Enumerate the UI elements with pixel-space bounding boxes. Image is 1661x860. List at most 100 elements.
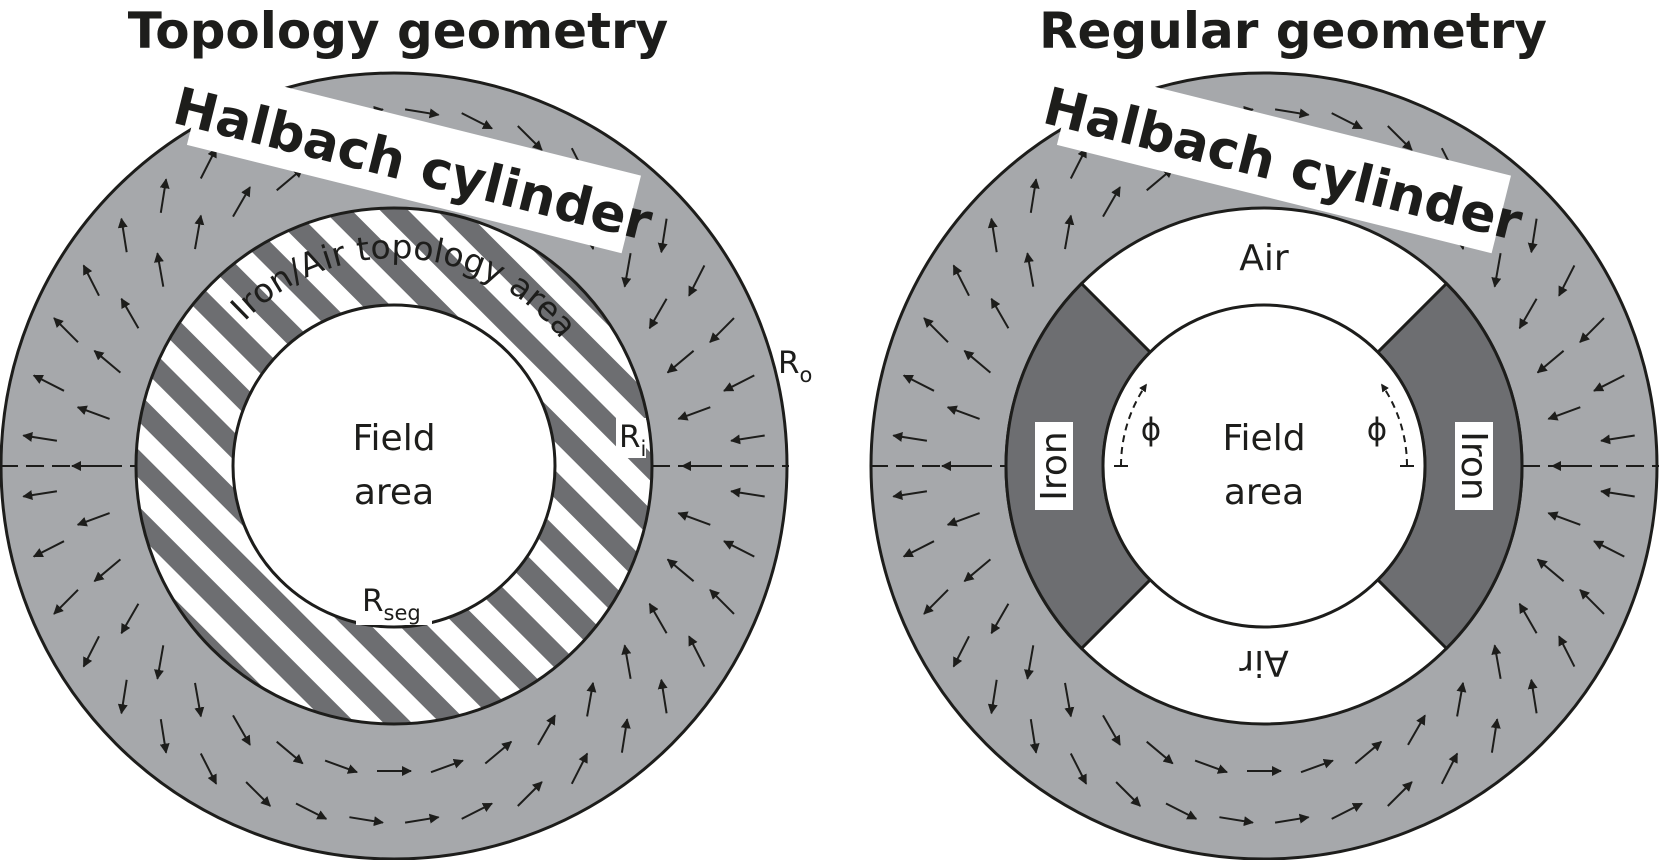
magnetization-arrow [1300, 758, 1334, 774]
magnetization-arrow [1518, 298, 1538, 330]
magnetization-arrow [1558, 264, 1576, 297]
magnetization-arrow [1536, 558, 1565, 582]
magnetization-arrow [648, 298, 668, 330]
magnetization-arrow [1547, 406, 1581, 421]
radius-outer-sub: o [800, 363, 813, 387]
magnetization-arrow [1165, 802, 1198, 820]
magnetization-arrow [76, 512, 110, 527]
magnetization-arrow [1219, 816, 1254, 827]
magnetization-arrow [902, 540, 935, 558]
magnetization-arrow [324, 759, 358, 774]
magnetization-arrow [946, 405, 980, 420]
magnetization-arrow [120, 603, 140, 635]
iron-label-left-text: Iron [1034, 431, 1075, 500]
magnetization-arrow [709, 589, 735, 615]
magnetization-arrow [1024, 645, 1035, 680]
radius-seg-sub: seg [384, 601, 421, 625]
iron-label-right: Iron [1453, 422, 1494, 510]
magnetization-arrow [32, 540, 65, 558]
radius-outer-label: Ro [778, 345, 812, 387]
magnetization-arrow [232, 714, 251, 746]
magnetization-arrow [93, 558, 122, 582]
radius-seg-base: R [362, 583, 384, 619]
magnetization-arrow [120, 297, 140, 329]
magnetization-arrow [1600, 434, 1635, 445]
radius-inner-label: Ri [619, 419, 646, 461]
magnetization-arrow [677, 406, 711, 421]
magnetization-arrow [22, 490, 58, 501]
magnetization-arrow [349, 816, 384, 827]
magnetization-arrow [1579, 317, 1605, 343]
magnetization-arrow [586, 681, 597, 717]
magnetization-arrow [946, 512, 980, 527]
magnetization-arrow [82, 635, 100, 668]
magnetization-arrow [517, 125, 543, 151]
magnetization-arrow [276, 740, 304, 765]
angle-arc-right [1381, 383, 1409, 467]
magnetization-arrow [620, 718, 631, 753]
magnetization-arrow [1593, 540, 1625, 558]
magnetization-arrow [1274, 108, 1310, 119]
magnetization-arrow [1490, 718, 1501, 753]
magnetization-arrow [666, 558, 695, 582]
magnetization-arrow [1029, 719, 1040, 754]
magnetization-arrow [32, 374, 65, 392]
magnetization-arrow [1491, 253, 1502, 288]
magnetization-arrow [1331, 802, 1363, 820]
magnetization-arrow [484, 740, 513, 765]
magnetization-arrow [194, 682, 205, 718]
magnetization-arrow [53, 589, 79, 615]
panel-title-topology: Topology geometry [128, 2, 668, 60]
magnetization-arrow [404, 813, 440, 824]
magnetization-arrow [53, 317, 79, 343]
magnetization-arrow [1456, 681, 1467, 717]
magnetization-arrow [517, 781, 543, 807]
iron-label-right-text: Iron [1453, 431, 1494, 500]
magnetization-arrow [688, 635, 706, 668]
magnetization-arrow [1102, 714, 1121, 746]
magnetization-arrow [657, 678, 668, 714]
magnetization-arrow [1527, 218, 1538, 254]
magnetization-arrow [117, 679, 128, 715]
magnetization-arrow [1102, 186, 1121, 218]
iron-label-left: Iron [1034, 422, 1075, 510]
magnetization-arrow [154, 645, 165, 680]
magnetization-arrow [923, 317, 949, 343]
magnetization-arrow [295, 802, 328, 820]
magnetization-arrow [570, 752, 589, 785]
magnetization-arrow [723, 540, 755, 558]
magnetization-arrow [987, 217, 998, 253]
magnetization-arrow [461, 112, 493, 130]
magnetization-arrow [902, 374, 935, 392]
magnetization-arrow [1579, 589, 1605, 615]
radius-seg-label-bg [356, 579, 432, 625]
magnetization-arrow [537, 714, 556, 746]
magnetization-arrow [404, 108, 440, 119]
magnetization-arrow [1194, 759, 1228, 774]
magnetization-arrow [1547, 511, 1581, 526]
magnetization-arrow [666, 350, 695, 374]
magnetization-arrow [892, 431, 928, 442]
magnetization-arrow [1331, 112, 1363, 130]
radius-outer-base: R [778, 345, 800, 381]
magnetization-arrow [621, 253, 632, 288]
magnetization-arrow [232, 186, 251, 218]
angle-symbol-left: ϕ [1141, 412, 1161, 448]
magnetization-arrow [1115, 781, 1141, 807]
magnetization-arrow [1146, 740, 1174, 765]
radius-inner-base: R [619, 419, 641, 455]
magnetization-arrow [154, 252, 165, 287]
magnetization-arrow [461, 802, 493, 820]
magnetization-arrow [245, 781, 271, 807]
magnetization-arrow [677, 511, 711, 526]
magnetization-arrow [199, 147, 218, 179]
magnetization-arrow [688, 264, 706, 297]
magnetization-arrow [952, 264, 970, 297]
magnetization-arrow [963, 350, 992, 374]
magnetization-arrow [1593, 374, 1625, 392]
magnetization-arrow [990, 297, 1010, 329]
field-area-right [1101, 303, 1427, 629]
magnetization-arrow [621, 644, 632, 679]
magnetization-arrow [1536, 350, 1565, 374]
